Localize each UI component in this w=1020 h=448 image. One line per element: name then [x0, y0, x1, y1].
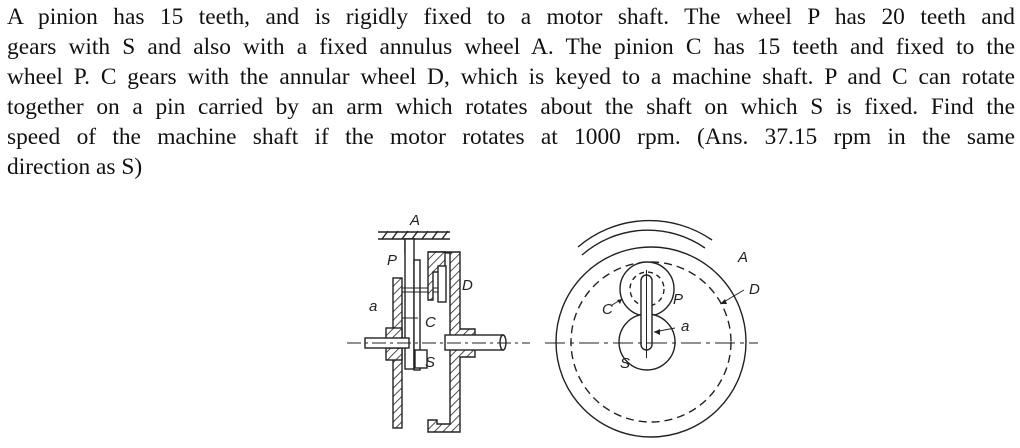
- problem-line-1: A pinion has 15 teeth, and is rigidly fi…: [7, 4, 1015, 30]
- annulus-A-arc-inner: [581, 229, 706, 256]
- section-view: [347, 230, 530, 433]
- label-P-end: P: [673, 291, 683, 308]
- pinion-C: [629, 271, 665, 307]
- problem-line-3: wheel P. C gears with the annular wheel …: [7, 64, 1015, 90]
- annulus-A-arc-outer: [577, 219, 713, 248]
- label-C-end: C: [602, 301, 613, 318]
- gear-train-figure: A P D a C S: [0, 195, 1020, 443]
- section-view-labels: A P D a C S: [369, 212, 473, 371]
- problem-statement: A pinion has 15 teeth, and is rigidly fi…: [7, 2, 1015, 182]
- shafts: [347, 334, 530, 351]
- annular-wheel-D-outer: [555, 246, 747, 438]
- problem-line-6: direction as S): [7, 154, 143, 180]
- annular-wheel-D-pitch: [570, 261, 732, 423]
- label-a-end: a: [681, 318, 689, 335]
- label-S-end: S: [620, 355, 630, 372]
- label-D-section: D: [462, 277, 473, 294]
- annular-wheel-D: [427, 251, 476, 433]
- label-C-section: C: [425, 314, 436, 331]
- label-a-section: a: [369, 298, 377, 315]
- planet-P-C: [404, 238, 428, 371]
- problem-line-4: together on a pin carried by an arm whic…: [7, 94, 1015, 120]
- label-A-section: A: [409, 212, 420, 229]
- end-view: [545, 219, 758, 438]
- problem-line-5: speed of the machine shaft if the motor …: [7, 124, 1015, 150]
- label-S-section: S: [425, 354, 435, 371]
- problem-line-2: gears with S and also with a fixed annul…: [7, 34, 1015, 60]
- end-view-labels: A D C P a S: [602, 249, 760, 372]
- label-D-end: D: [749, 281, 760, 298]
- label-A-end: A: [737, 249, 748, 266]
- label-P-section: P: [387, 252, 397, 269]
